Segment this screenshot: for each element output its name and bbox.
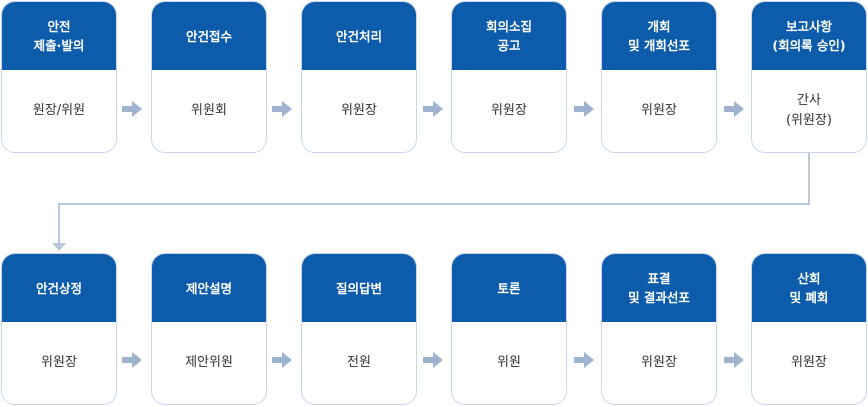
arrow-right-icon: [122, 101, 142, 117]
step-role: 위원장: [341, 103, 377, 118]
step-title: 산회 및 폐회: [752, 254, 866, 322]
arrow-right-icon: [724, 101, 744, 117]
step-role: 위원장: [641, 355, 677, 370]
arrow-right-icon: [574, 352, 594, 368]
arrow-right-icon: [272, 352, 292, 368]
step-title: 질의답변: [302, 254, 416, 322]
step-title: 토론: [452, 254, 566, 322]
step-role: 제안위원: [185, 355, 233, 370]
step-card-10: 토론 위원: [451, 253, 567, 405]
step-role: 위원장: [491, 103, 527, 118]
step-role: 원장/위원: [32, 103, 86, 118]
step-role: 위원회: [191, 103, 227, 118]
step-card-3: 안건처리 위원장: [301, 1, 417, 153]
step-card-4: 회의소집 공고 위원장: [451, 1, 567, 153]
step-card-5: 개회 및 개회선포 위원장: [601, 1, 717, 153]
arrow-right-icon: [574, 101, 594, 117]
step-role: 전원: [347, 355, 371, 370]
arrow-right-icon: [122, 352, 142, 368]
arrow-right-icon: [724, 352, 744, 368]
step-card-11: 표결 및 결과선포 위원장: [601, 253, 717, 405]
flow-row-1: 안전 제출·발의 원장/위원 안건접수 위원회 안건처리 위원장 회의소집 공고…: [0, 0, 868, 155]
step-title: 개회 및 개회선포: [602, 2, 716, 70]
step-card-7: 안건상정 위원장: [1, 253, 117, 405]
arrow-right-icon: [423, 101, 443, 117]
step-card-1: 안전 제출·발의 원장/위원: [1, 1, 117, 153]
step-title: 안건상정: [2, 254, 116, 322]
row-connector-arrow: [52, 153, 810, 251]
step-role: 위원: [497, 355, 521, 370]
flow-row-2: 안건상정 위원장 제안설명 제안위원 질의답변 전원 토론 위원 표결 및 결과…: [0, 252, 868, 407]
step-title: 회의소집 공고: [452, 2, 566, 70]
arrow-right-icon: [423, 352, 443, 368]
step-title: 표결 및 결과선포: [602, 254, 716, 322]
step-role: 간사 (위원장): [785, 93, 833, 128]
arrow-right-icon: [272, 101, 292, 117]
step-card-6: 보고사항 (회의록 승인) 간사 (위원장): [751, 1, 867, 153]
step-role: 위원장: [641, 103, 677, 118]
step-title: 제안설명: [152, 254, 266, 322]
step-title: 안전 제출·발의: [2, 2, 116, 70]
step-role: 위원장: [41, 355, 77, 370]
step-card-12: 산회 및 폐회 위원장: [751, 253, 867, 405]
step-role: 위원장: [791, 355, 827, 370]
step-card-8: 제안설명 제안위원: [151, 253, 267, 405]
step-card-9: 질의답변 전원: [301, 253, 417, 405]
step-title: 보고사항 (회의록 승인): [752, 2, 866, 70]
step-title: 안건접수: [152, 2, 266, 70]
step-card-2: 안건접수 위원회: [151, 1, 267, 153]
step-title: 안건처리: [302, 2, 416, 70]
